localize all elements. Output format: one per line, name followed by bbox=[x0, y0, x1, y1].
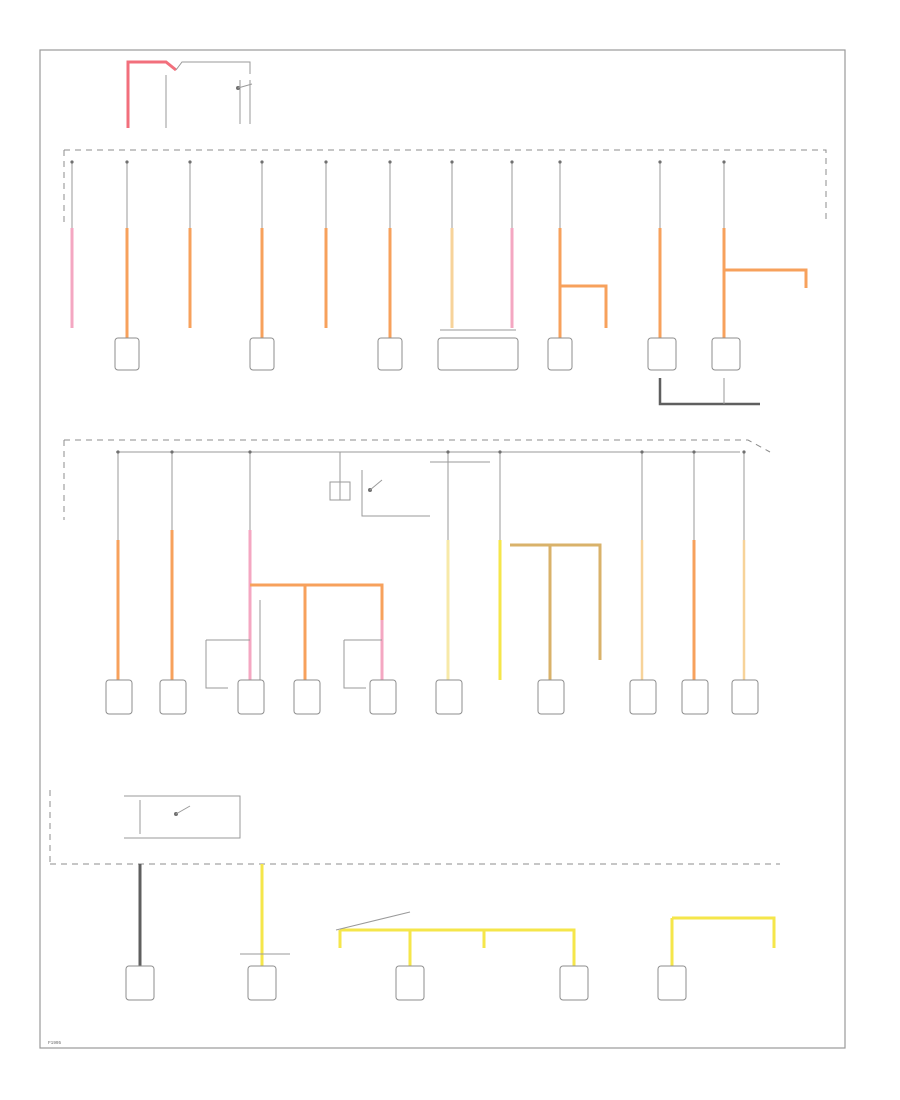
underhood-fuses bbox=[70, 160, 726, 228]
bottom-switch-area bbox=[124, 795, 241, 839]
wire-brake-switch-loop bbox=[205, 639, 250, 689]
wire-tcc-loop bbox=[343, 639, 382, 689]
battery-cable bbox=[175, 61, 251, 74]
front-door-module bbox=[395, 965, 425, 1001]
blower-motor bbox=[435, 679, 463, 715]
fuse-node bbox=[742, 450, 746, 454]
ip-fuses bbox=[116, 450, 746, 540]
powertrain-control-module bbox=[159, 679, 187, 715]
fuse-node bbox=[640, 450, 644, 454]
courtesy-lamp-connector bbox=[247, 965, 277, 1001]
wire-a-c-branch bbox=[510, 543, 602, 660]
battery-feed-wire bbox=[126, 60, 177, 128]
wire-yellow-bus bbox=[340, 928, 576, 966]
fuse-node bbox=[260, 160, 264, 164]
fuse-node bbox=[450, 160, 454, 164]
data-link-connector bbox=[249, 337, 275, 371]
fuse-node bbox=[510, 160, 514, 164]
wire-brake-branch bbox=[250, 583, 384, 680]
brake-switch bbox=[237, 679, 265, 715]
bottom-row-wires bbox=[138, 864, 776, 966]
footer-code: F1995 bbox=[48, 1040, 61, 1045]
switch-blade bbox=[369, 479, 383, 491]
cooling-fan-relay-2 bbox=[711, 337, 741, 371]
bottom-switch-box bbox=[124, 795, 241, 839]
bottom-switch-blade bbox=[175, 805, 191, 815]
wire-fuse-11-branch bbox=[722, 258, 808, 288]
splice-lead bbox=[335, 911, 411, 931]
horn-connector bbox=[547, 337, 573, 371]
body-control-module-3 bbox=[731, 679, 759, 715]
fuse-node bbox=[722, 160, 726, 164]
switch-box bbox=[329, 481, 351, 501]
fuse-node bbox=[498, 450, 502, 454]
top-row-components bbox=[114, 329, 741, 371]
ignition-switch-blade bbox=[237, 83, 253, 89]
fuse-node bbox=[188, 160, 192, 164]
cruise-control-module bbox=[105, 679, 133, 715]
body-control-module-1 bbox=[629, 679, 657, 715]
battery-section bbox=[126, 60, 253, 128]
mirror-module bbox=[657, 965, 687, 1001]
fuse-node bbox=[116, 450, 120, 454]
wire-fuse-9-branch bbox=[558, 262, 608, 328]
bottom-row-components bbox=[125, 965, 687, 1001]
rear-door-module bbox=[559, 965, 589, 1001]
middle-row-components bbox=[105, 679, 759, 715]
seat-switch bbox=[125, 965, 155, 1001]
fuse-node bbox=[446, 450, 450, 454]
fuse-node bbox=[125, 160, 129, 164]
ignition-relay-switch bbox=[329, 452, 490, 517]
diagram-frame bbox=[39, 49, 846, 1049]
fog-lamp-connector bbox=[377, 337, 403, 371]
fuse-node bbox=[70, 160, 74, 164]
fuse-node bbox=[658, 160, 662, 164]
a-c-compressor bbox=[537, 679, 565, 715]
fuse-node bbox=[558, 160, 562, 164]
switch-return bbox=[361, 470, 430, 517]
ip-fuse-block-outline bbox=[64, 439, 771, 453]
transaxle-range-switch bbox=[293, 679, 321, 715]
middle-row-wires bbox=[116, 530, 746, 689]
electronic-brake-control-module bbox=[437, 337, 519, 371]
body-control-module-2 bbox=[681, 679, 709, 715]
fuse-node bbox=[248, 450, 252, 454]
powertrain-control-module-connector bbox=[114, 337, 140, 371]
top-row-wires bbox=[70, 228, 808, 406]
tcc-solenoid bbox=[369, 679, 397, 715]
wire-relay-ground bbox=[658, 378, 760, 406]
fuse-node bbox=[388, 160, 392, 164]
underhood-fuse-block-outline bbox=[64, 149, 827, 222]
fuse-node bbox=[692, 450, 696, 454]
wire-yellow-right bbox=[672, 916, 776, 948]
cooling-fan-relay-1 bbox=[647, 337, 677, 371]
fuse-node bbox=[170, 450, 174, 454]
fuse-node bbox=[324, 160, 328, 164]
